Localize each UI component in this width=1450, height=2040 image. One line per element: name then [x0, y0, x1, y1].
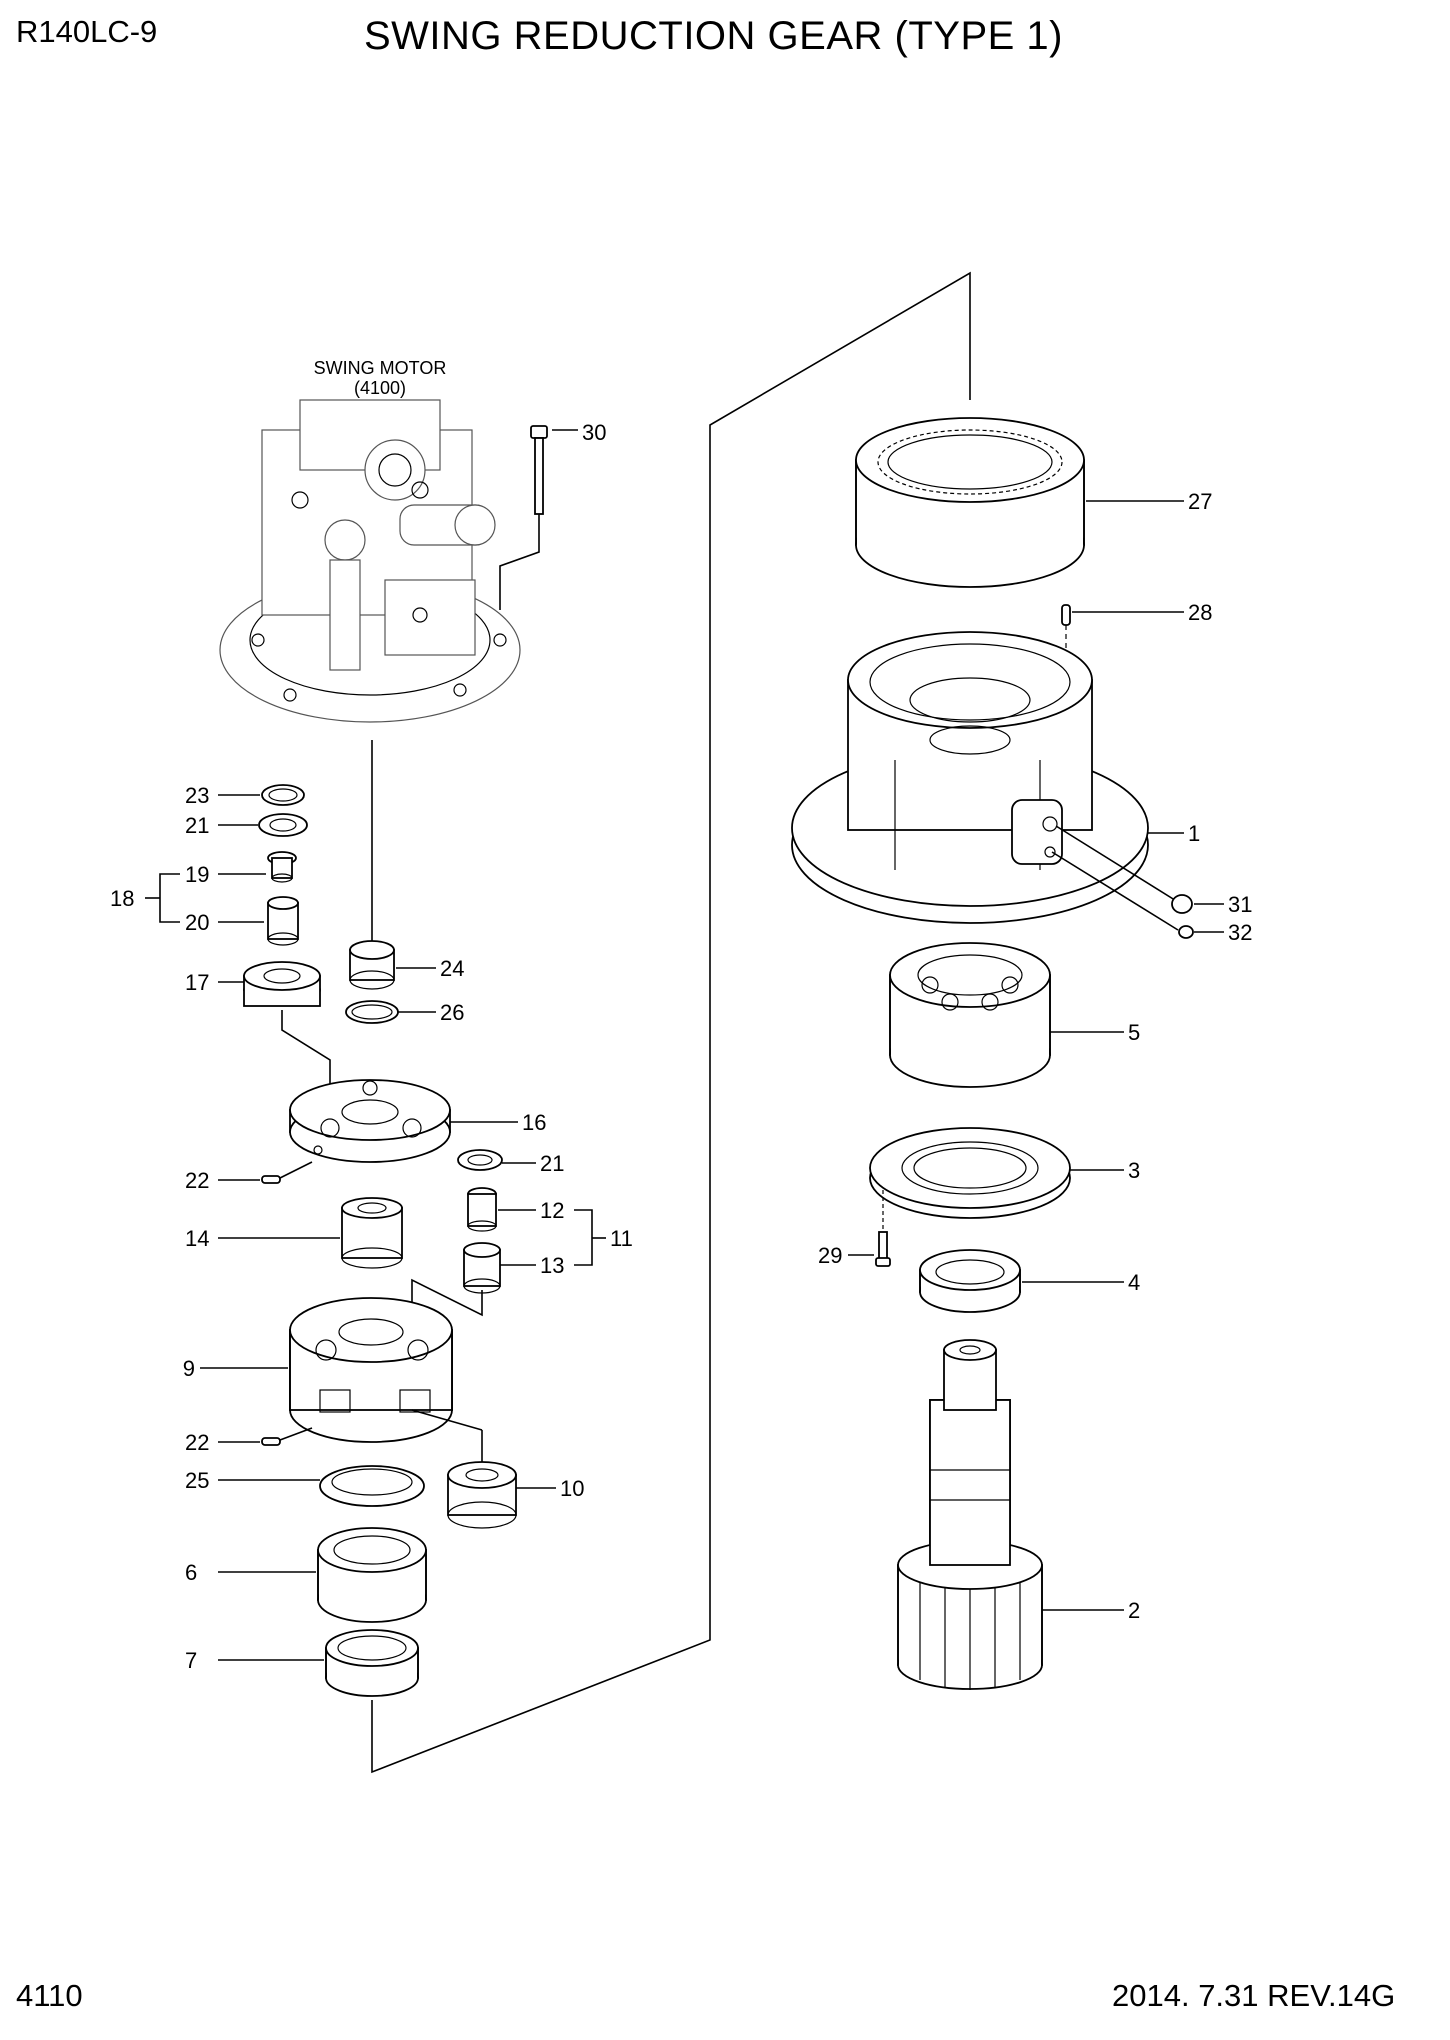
- thrust-ring-26: [345, 1000, 399, 1024]
- callout-12: 12: [540, 1198, 564, 1223]
- callout-3: 3: [1128, 1158, 1140, 1183]
- callout-21-upper: 21: [185, 813, 209, 838]
- callout-23: 23: [185, 783, 209, 808]
- thrust-plate-25: [319, 1465, 425, 1507]
- callout-17: 17: [185, 970, 209, 995]
- motor-ref-label: (4100): [354, 378, 406, 398]
- bearing-6: [317, 1527, 427, 1623]
- planet-gear-10: [411, 1409, 517, 1529]
- plug-31: [1171, 894, 1193, 914]
- callout-19: 19: [185, 862, 209, 887]
- callout-30: 30: [582, 420, 606, 445]
- bearing-5: [889, 942, 1051, 1088]
- callout-21-lower: 21: [540, 1151, 564, 1176]
- callout-32: 32: [1228, 920, 1252, 945]
- page-title: SWING REDUCTION GEAR (TYPE 1): [364, 14, 1063, 58]
- carrier-9: [289, 1297, 453, 1443]
- bolt-30: [499, 425, 548, 610]
- swing-motor-drawing: [219, 399, 521, 723]
- pin-19: [267, 851, 297, 883]
- callout-16: 16: [522, 1110, 546, 1135]
- dowel-pin-28: [1061, 604, 1071, 730]
- washer-21-upper: [258, 813, 308, 837]
- assembly-connector-line: [371, 271, 971, 1774]
- oil-seal-4: [919, 1249, 1021, 1313]
- callout-10: 10: [560, 1476, 584, 1501]
- spring-pin-22-upper: [261, 1161, 313, 1184]
- model-number: R140LC-9: [16, 14, 158, 49]
- callout-22-lower: 22: [185, 1430, 209, 1455]
- callout-20: 20: [185, 910, 209, 935]
- pinion-shaft-2: [897, 1339, 1043, 1690]
- callout-7: 7: [185, 1648, 197, 1673]
- callout-6: 6: [185, 1560, 197, 1585]
- bushing-20: [267, 896, 299, 946]
- callout-14: 14: [185, 1226, 209, 1251]
- bushing-13: [411, 1242, 501, 1360]
- planet-gear-17: [243, 961, 331, 1120]
- gear-14: [341, 1197, 403, 1269]
- callout-25: 25: [185, 1468, 209, 1493]
- callout-11: 11: [610, 1226, 633, 1251]
- callout-13: 13: [540, 1253, 564, 1278]
- callout-26: 26: [440, 1000, 464, 1025]
- callout-9: 9: [183, 1356, 195, 1381]
- ring-gear-27: [855, 417, 1085, 588]
- motor-name-label: SWING MOTOR: [314, 358, 447, 378]
- casing-1: [791, 631, 1149, 924]
- callout-27: 27: [1188, 489, 1212, 514]
- cover-3: [869, 1127, 1071, 1219]
- pin-12: [467, 1187, 497, 1232]
- callout-18: 18: [110, 886, 134, 911]
- callout-2: 2: [1128, 1598, 1140, 1623]
- callout-31: 31: [1228, 892, 1252, 917]
- seal-ring-7: [325, 1629, 419, 1697]
- spring-pin-22-lower: [261, 1427, 313, 1446]
- plug-32: [1178, 925, 1194, 939]
- washer-21-lower: [457, 1149, 503, 1171]
- bolt-29: [875, 1190, 891, 1267]
- page-number: 4110: [16, 1978, 83, 2013]
- callout-28: 28: [1188, 600, 1212, 625]
- callout-1: 1: [1188, 821, 1200, 846]
- callout-22-upper: 22: [185, 1168, 209, 1193]
- callout-24: 24: [440, 956, 464, 981]
- callout-29: 29: [818, 1243, 842, 1268]
- revision-date: 2014. 7.31 REV.14G: [1112, 1978, 1396, 2013]
- snap-ring-23: [261, 784, 305, 806]
- sun-gear-24: [349, 940, 395, 990]
- carrier-16: [289, 1079, 451, 1163]
- callout-5: 5: [1128, 1020, 1140, 1045]
- callout-4: 4: [1128, 1270, 1140, 1295]
